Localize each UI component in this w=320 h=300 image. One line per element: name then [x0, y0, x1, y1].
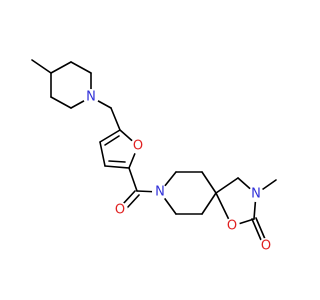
atom-o-carbonyl-oxazolidinone: O: [258, 238, 274, 254]
atom-n-piperidine: N: [83, 89, 99, 105]
bond: [50, 61, 72, 74]
atom-label: O: [227, 219, 237, 234]
atom-n-spiro-piperidine: N: [152, 184, 168, 200]
molecule-diagram: N O O N N O O: [31, 59, 277, 254]
atom-label: N: [155, 185, 165, 200]
structure-svg: N O O N N O O: [31, 59, 277, 254]
atom-label: O: [261, 239, 271, 254]
bond: [201, 192, 217, 215]
atoms-layer: N O O N N O O: [83, 89, 274, 254]
bond: [251, 218, 262, 241]
bonds-layer: [31, 59, 277, 241]
bond: [128, 167, 138, 192]
bond: [255, 217, 266, 240]
bond: [50, 96, 72, 109]
atom-label: N: [251, 187, 261, 202]
bond: [108, 160, 126, 163]
atom-o-carbonyl-amide: O: [112, 202, 128, 218]
atom-o-ring-oxazolidinone: O: [224, 218, 240, 234]
bond: [99, 141, 106, 167]
atom-label: O: [133, 139, 143, 154]
atom-o-furan: O: [130, 138, 146, 154]
bond: [104, 135, 120, 146]
bond: [99, 129, 121, 143]
atom-n-oxazolidinone: N: [248, 186, 264, 202]
bond: [104, 165, 130, 169]
bond: [122, 190, 136, 205]
bond: [215, 177, 239, 194]
bond: [110, 107, 121, 131]
atom-label: N: [86, 90, 96, 105]
bond: [31, 59, 52, 74]
bond: [70, 61, 92, 74]
atom-label: O: [115, 203, 125, 218]
bond: [126, 194, 140, 209]
bond: [201, 171, 217, 194]
